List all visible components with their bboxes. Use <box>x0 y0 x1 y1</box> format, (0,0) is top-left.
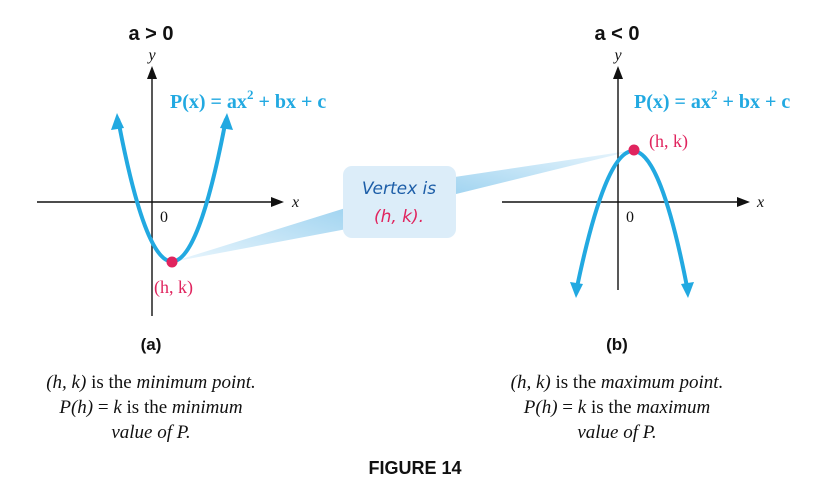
panel-a-caption-line2: P(h) = k is the minimum <box>58 397 242 418</box>
panel-a-x-label: x <box>291 194 299 211</box>
panel-a-caption-line3: value of P. <box>111 422 190 443</box>
panel-b-y-label: y <box>612 47 622 64</box>
panel-b-caption-line3: value of P. <box>577 422 656 443</box>
callout-beam-b <box>448 150 635 196</box>
panel-a-sublabel: (a) <box>141 335 162 354</box>
panel-a: a > 0 y x 0 (h, k) P(x) = ax2 + bx + c (… <box>37 23 326 443</box>
panel-b-caption-line2: P(h) = k is the maximum <box>523 397 710 418</box>
panel-b-x-label: x <box>756 194 764 211</box>
panel-b-vertex-point <box>628 144 640 156</box>
panel-a-y-arrow <box>147 66 157 79</box>
panel-a-vertex-point <box>166 256 178 268</box>
vertex-callout: Vertex is (h, k). <box>343 166 456 238</box>
panel-b-left-arrow <box>570 282 583 298</box>
figure-title: FIGURE 14 <box>368 458 461 478</box>
callout-value: (h, k). <box>374 207 424 227</box>
panel-a-origin: 0 <box>160 209 168 226</box>
panel-b-caption-line1: (h, k) is the maximum point. <box>511 372 724 393</box>
panel-a-condition: a > 0 <box>128 23 173 45</box>
panel-b-equation: P(x) = ax2 + bx + c <box>634 87 790 113</box>
panel-b-origin: 0 <box>626 209 634 226</box>
panel-b-x-arrow <box>737 197 750 207</box>
panel-a-x-arrow <box>271 197 284 207</box>
panel-b-sublabel: (b) <box>606 335 628 354</box>
panel-a-parabola <box>116 118 228 264</box>
panel-b-condition: a < 0 <box>594 23 639 45</box>
panel-a-equation: P(x) = ax2 + bx + c <box>170 87 326 113</box>
panel-a-y-label: y <box>146 47 156 64</box>
panel-b-y-arrow <box>613 66 623 79</box>
panel-a-left-arrow <box>111 113 124 130</box>
panel-b-vertex-label: (h, k) <box>649 131 688 152</box>
panel-b: a < 0 y x 0 (h, k) P(x) = ax2 + bx + c (… <box>502 23 790 443</box>
callout-box <box>343 166 456 238</box>
panel-a-caption-line1: (h, k) is the minimum point. <box>46 372 256 393</box>
panel-a-vertex-label: (h, k) <box>154 277 193 298</box>
panel-b-right-arrow <box>681 282 694 298</box>
callout-title: Vertex is <box>362 179 436 199</box>
panel-a-right-arrow <box>220 113 233 130</box>
callout-beam-a <box>172 206 352 262</box>
